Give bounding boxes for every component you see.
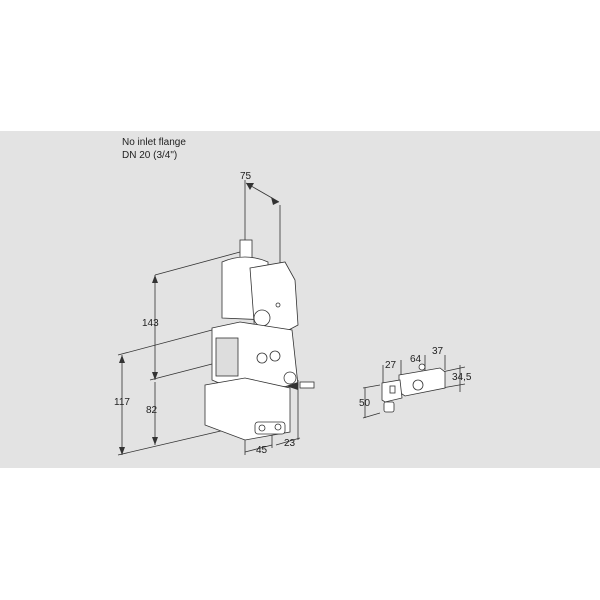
dim-height-right: 34,5 <box>452 372 472 383</box>
caption-inlet-flange: No inlet flange <box>122 137 186 148</box>
dim-plug-length: 27 <box>385 360 397 371</box>
dim-height-total: 143 <box>142 318 159 329</box>
dim-bottom-width: 45 <box>256 445 268 456</box>
drawing-background-band <box>0 131 600 468</box>
dim-height-left: 117 <box>114 397 130 408</box>
dim-height-lower: 82 <box>146 405 158 416</box>
dim-bottom-offset: 23 <box>284 438 296 449</box>
dim-body-length: 64 <box>410 354 422 365</box>
dim-width-top: 75 <box>240 171 252 182</box>
dim-depth: 37 <box>432 346 444 357</box>
dim-height-left-detail: 50 <box>359 398 371 409</box>
caption-dn-size: DN 20 (3/4") <box>122 150 178 161</box>
